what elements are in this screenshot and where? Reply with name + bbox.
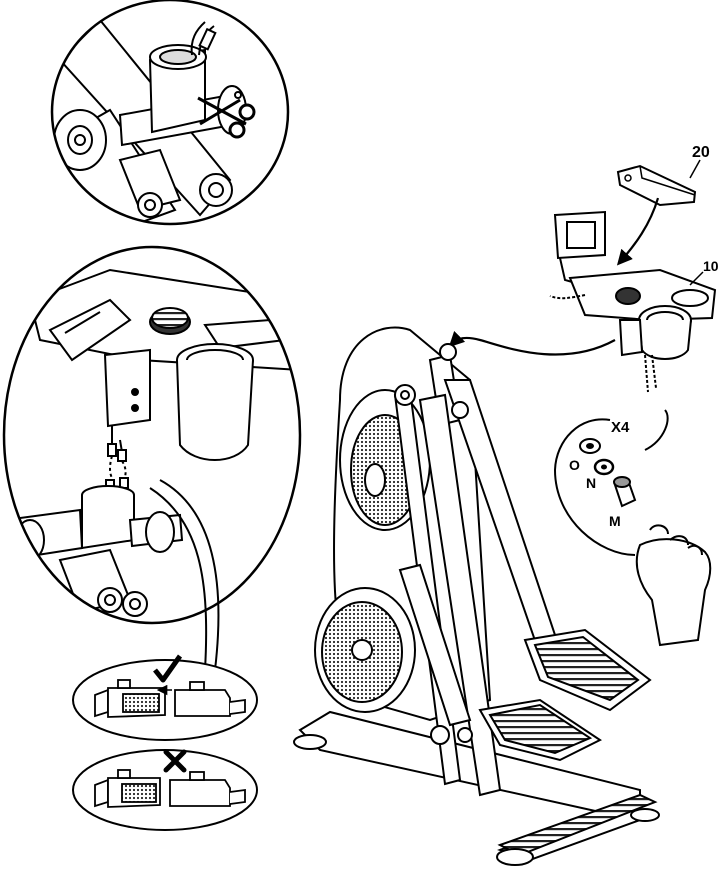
hardware-quantity: X4: [611, 419, 630, 436]
hardware-label-n: N: [586, 475, 596, 491]
part-20-cover: 20: [618, 144, 710, 262]
connector-detail-correct: [73, 656, 257, 740]
detail-circle-console-connect: [4, 247, 300, 670]
part-10-label: 10: [703, 258, 719, 274]
connector-detail-incorrect: [73, 750, 257, 830]
detail-circle-cut-tie: [40, 0, 288, 230]
hand-icon: [637, 525, 710, 645]
lock-washer-n: [595, 460, 613, 474]
hardware-label-m: M: [609, 513, 621, 529]
part-10-console: [550, 212, 715, 392]
hardware-label-o: O: [569, 457, 580, 473]
washer-o: [580, 439, 600, 453]
elliptical-machine: [294, 328, 659, 865]
hardware-detail-circle: X4 O N M: [555, 410, 710, 645]
bolt-m: [614, 477, 635, 506]
part-20-label: 20: [692, 144, 710, 161]
